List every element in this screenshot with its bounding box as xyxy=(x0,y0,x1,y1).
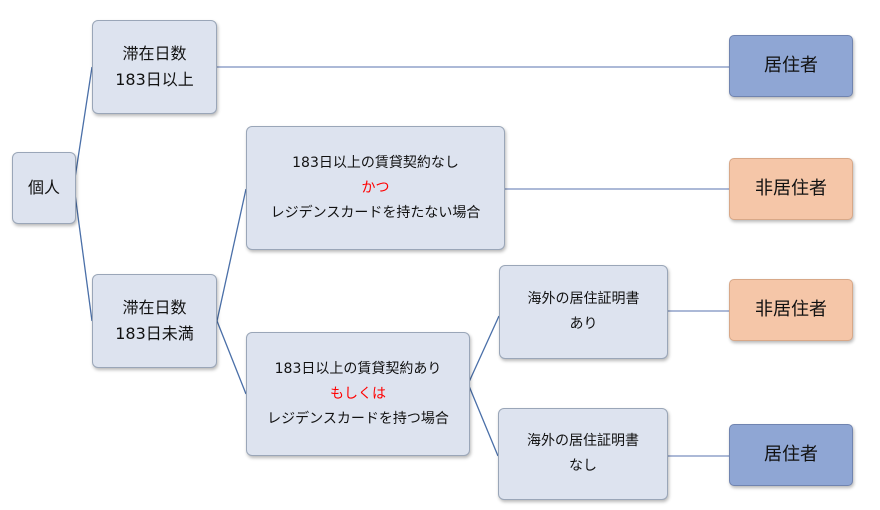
cond-none-line1: 183日以上の賃貸契約なし xyxy=(292,154,459,171)
cond-has-connector: もしくは xyxy=(330,385,386,402)
link-has-cert-yes xyxy=(468,315,500,383)
result-nonresident-1: 非居住者 xyxy=(729,158,853,220)
stay-183-or-more-node: 滞在日数 183日以上 xyxy=(92,20,217,114)
cond-none-connector: かつ xyxy=(361,179,390,196)
cert-yes-node: 海外の居住証明書 あり xyxy=(499,265,668,359)
cert-no-node: 海外の居住証明書 なし xyxy=(498,408,668,500)
cert-no-line1: 海外の居住証明書 xyxy=(527,433,639,449)
result-resident-2-label: 居住者 xyxy=(764,444,818,465)
cert-yes-line1: 海外の居住証明書 xyxy=(527,291,640,307)
link-short-cond-none xyxy=(216,188,247,322)
cert-no-line2: なし xyxy=(569,458,597,474)
cond-has-line3: レジデンスカードを持つ場合 xyxy=(267,410,449,427)
link-short-cond-has xyxy=(216,320,247,395)
result-nonresident-1-label: 非居住者 xyxy=(755,178,827,199)
result-nonresident-2: 非居住者 xyxy=(729,279,853,341)
cert-yes-line2: あり xyxy=(569,316,598,332)
link-has-cert-no xyxy=(468,385,499,457)
root-node: 個人 xyxy=(12,152,76,224)
result-resident-2: 居住者 xyxy=(729,424,853,486)
stay-long-line1: 滞在日数 xyxy=(122,44,187,63)
lease-or-card-node: 183日以上の賃貸契約あり もしくは レジデンスカードを持つ場合 xyxy=(246,332,470,456)
stay-under-183-node: 滞在日数 183日未満 xyxy=(92,274,217,368)
stay-short-line1: 滞在日数 xyxy=(122,298,187,317)
result-nonresident-2-label: 非居住者 xyxy=(755,299,827,320)
stay-short-line2: 183日未満 xyxy=(115,324,194,343)
result-resident-1-label: 居住者 xyxy=(764,55,818,76)
result-resident-1: 居住者 xyxy=(729,35,853,97)
stay-long-line2: 183日以上 xyxy=(115,70,194,89)
no-lease-no-card-node: 183日以上の賃貸契約なし かつ レジデンスカードを持たない場合 xyxy=(246,126,505,250)
link-root-stay-short xyxy=(74,193,93,322)
cond-none-line3: レジデンスカードを持たない場合 xyxy=(270,204,481,221)
root-label: 個人 xyxy=(27,178,60,197)
cond-has-line1: 183日以上の賃貸契約あり xyxy=(274,360,442,377)
link-root-stay-long xyxy=(74,66,93,179)
